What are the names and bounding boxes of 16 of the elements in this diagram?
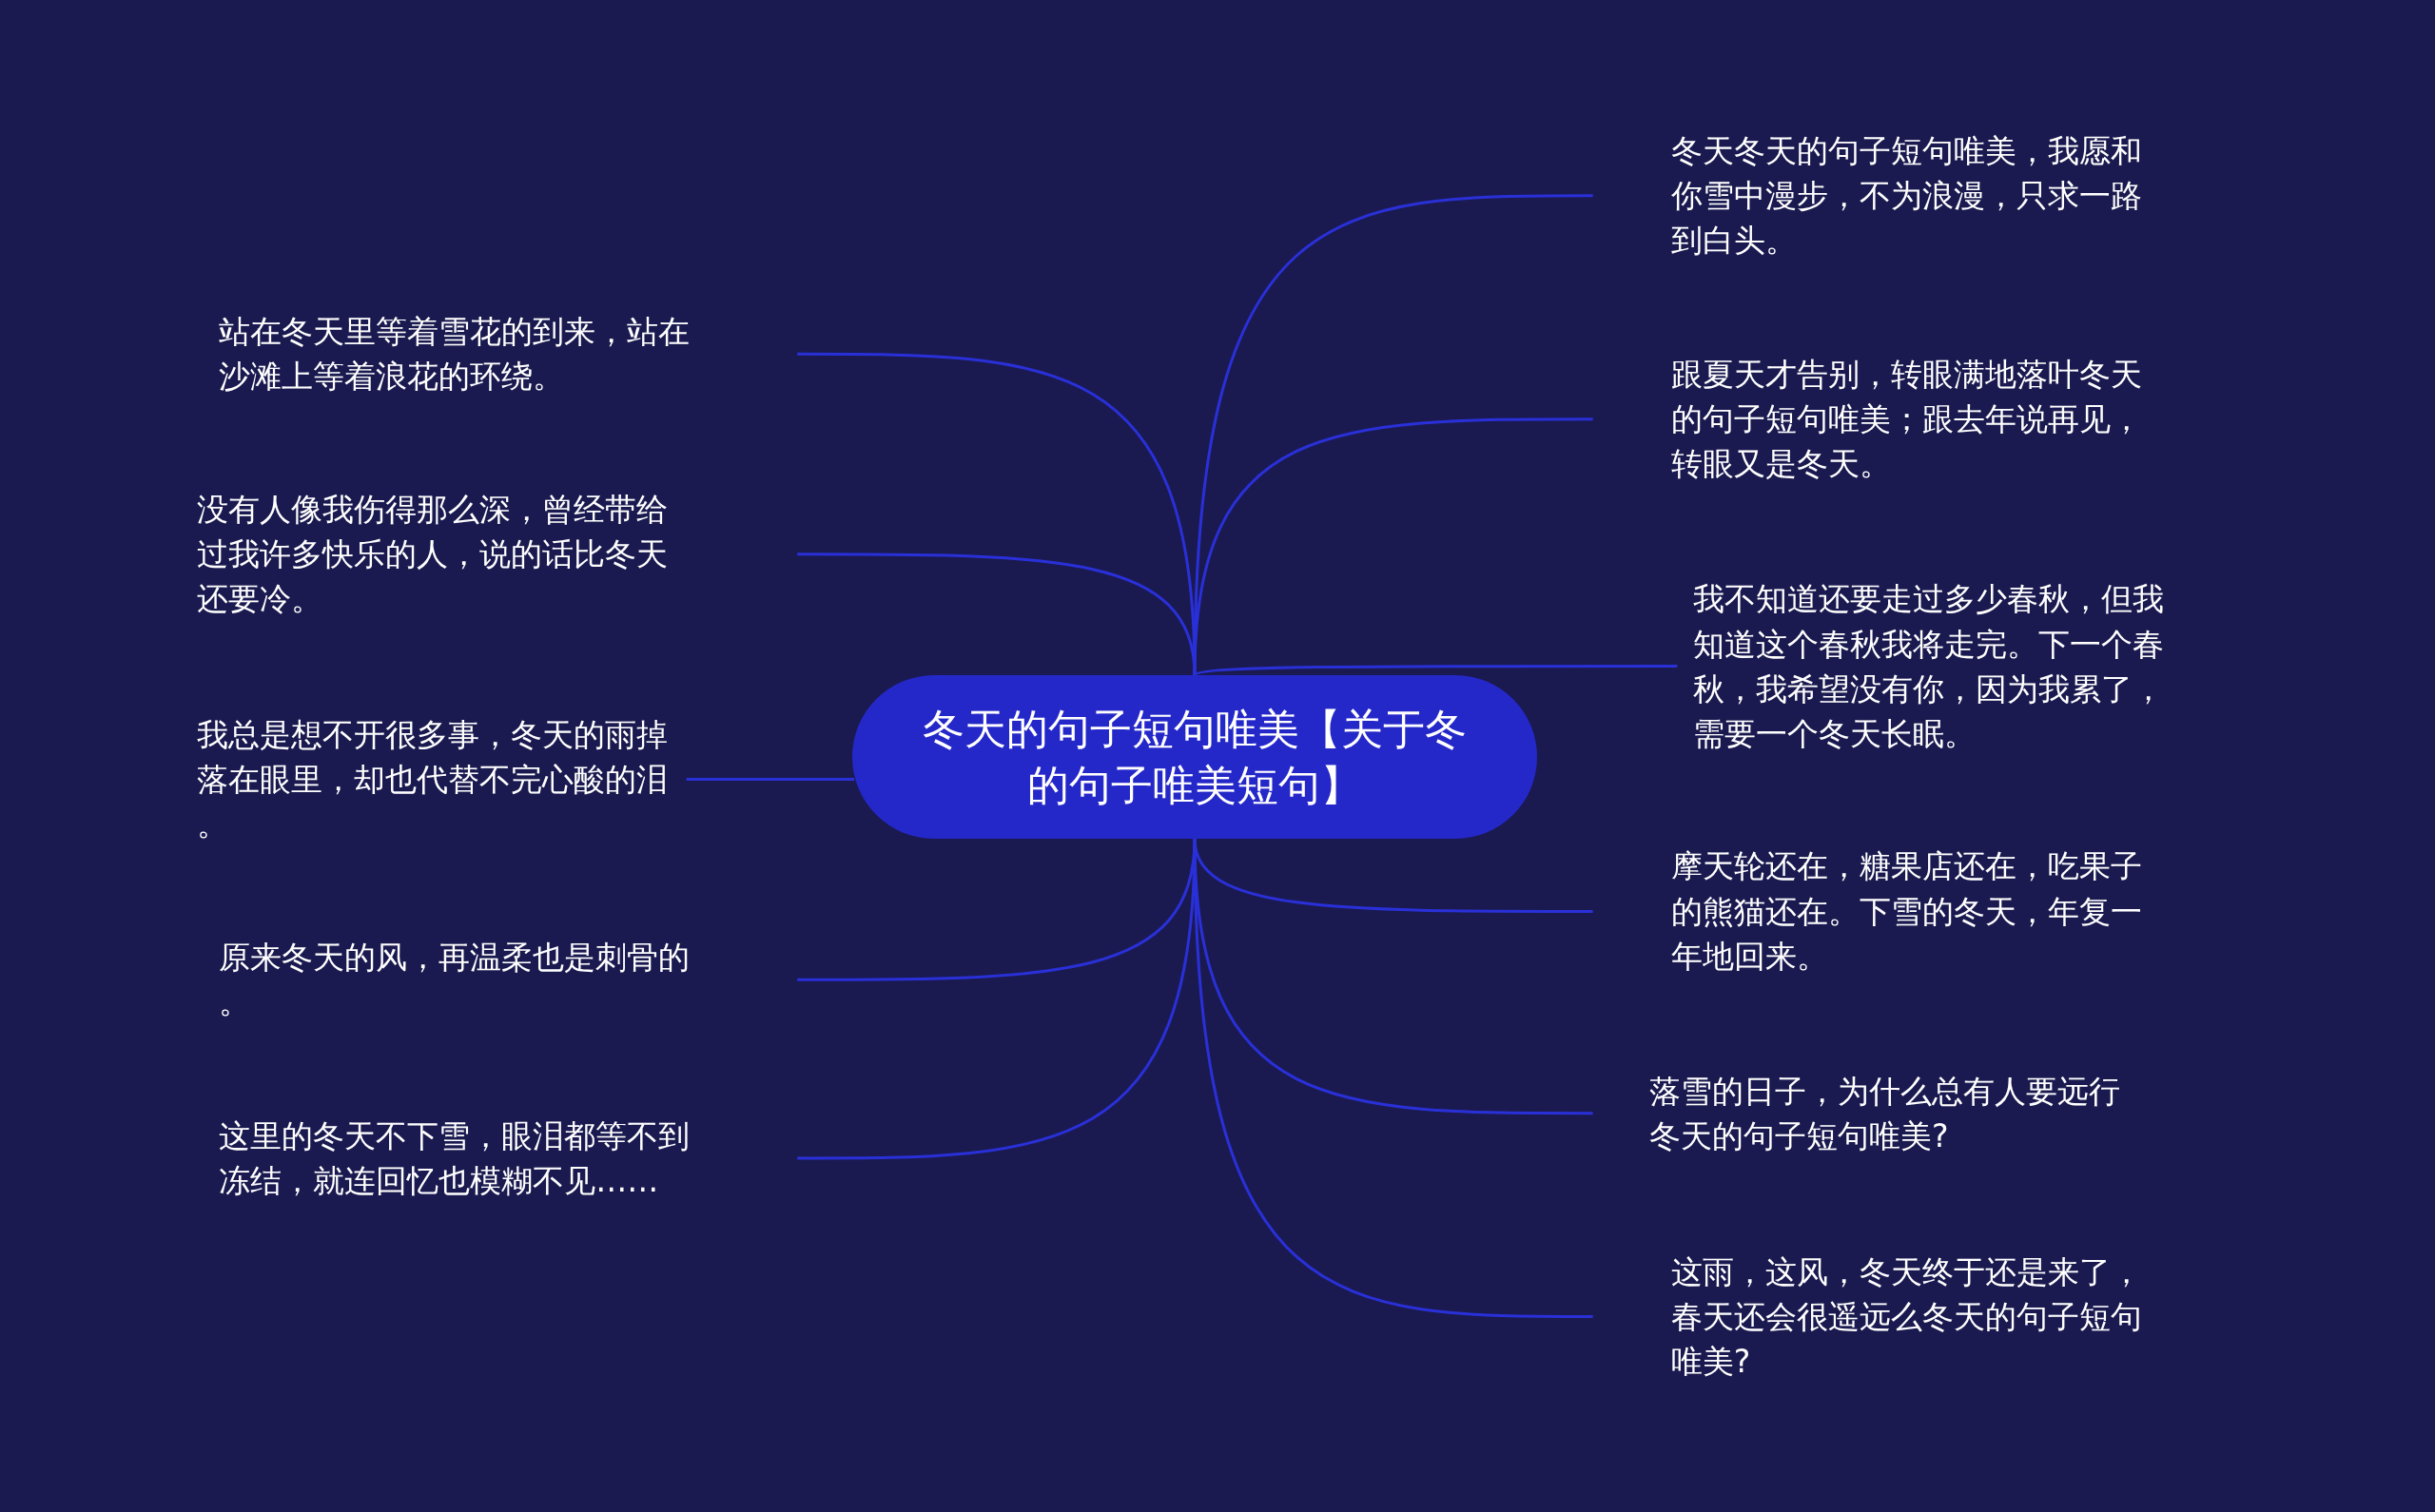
- connector-line: [686, 778, 854, 782]
- connector-line: [1193, 194, 1593, 676]
- branch-text: 没有人像我伤得那么深，曾经带给过我许多快乐的人，说的话比冬天还要冷。: [197, 490, 670, 620]
- branch-text: 原来冬天的风，再温柔也是刺骨的。: [219, 938, 692, 1023]
- branch-text: 这里的冬天不下雪，眼泪都等不到冻结，就连回忆也模糊不见……: [219, 1115, 692, 1201]
- branch-text: 摩天轮还在，糖果店还在，吃果子的熊猫还在。下雪的冬天，年复一年地回来。: [1670, 846, 2143, 977]
- connector-line: [1194, 664, 1678, 677]
- branch-text: 我总是想不开很多事，冬天的雨掉落在眼里，却也代替不完心酸的泪。: [197, 714, 670, 845]
- branch-text: 冬天冬天的句子短句唯美，我愿和你雪中漫步，不为浪漫，只求一路到白头。: [1670, 130, 2143, 262]
- branch-text: 我不知道还要走过多少春秋，但我知道这个春秋我将走完。下一个春秋，我希望没有你，因为我累了，需要一个冬天长眠。: [1692, 579, 2165, 754]
- branch-text: 落雪的日子，为什么总有人要远行冬天的句子短句唯美?: [1648, 1071, 2121, 1156]
- branch-text: 这雨，这风，冬天终于还是来了，春天还会很遥远么冬天的句子短句唯美?: [1670, 1251, 2143, 1383]
- connector-line: [1193, 417, 1593, 676]
- branch-text: 跟夏天才告别，转眼满地落叶冬天的句子短句唯美；跟去年说再见，转眼又是冬天。: [1670, 355, 2143, 485]
- branch-text: 站在冬天里等着雪花的到来，站在沙滩上等着浪花的环绕。: [219, 312, 692, 397]
- topic-title: 冬天的句子短句唯美【关于冬的句子唯美短句】: [922, 703, 1468, 811]
